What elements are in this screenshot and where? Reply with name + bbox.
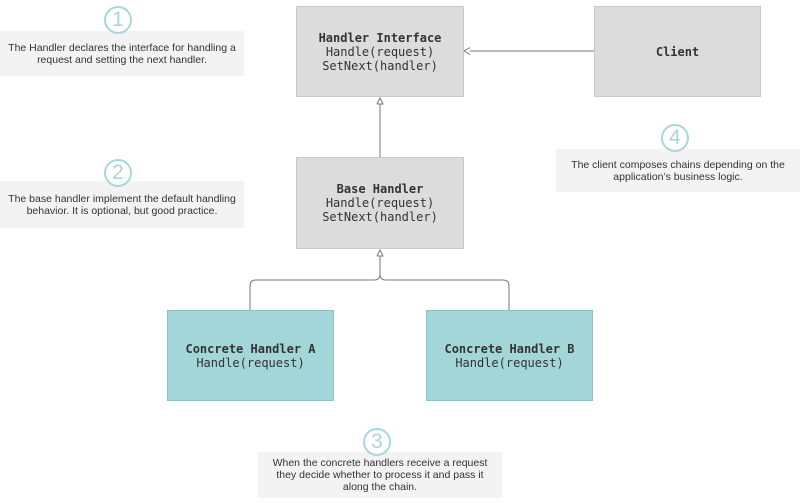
- client-box: Client: [594, 6, 761, 97]
- base-handler-box: Base Handler Handle(request) SetNext(han…: [296, 157, 464, 249]
- concrete-to-base-arrowhead: [376, 248, 384, 257]
- concrete-handler-a-box: Concrete Handler A Handle(request): [167, 310, 334, 401]
- client-to-interface-arrowhead: [463, 47, 471, 55]
- concrete-b-to-base-line: [379, 273, 510, 310]
- note-4-text: The client composes chains depending on …: [571, 158, 785, 183]
- handler-interface-box: Handler Interface Handle(request) SetNex…: [296, 6, 464, 97]
- note-3: When the concrete handlers receive a req…: [258, 452, 502, 498]
- client-title: Client: [655, 44, 700, 59]
- base-handler-method-setnext: SetNext(handler): [322, 210, 438, 224]
- handler-interface-method-handle: Handle(request): [325, 44, 435, 59]
- note-4-number-badge: 4: [661, 124, 689, 152]
- concrete-a-to-base-line: [249, 256, 381, 310]
- note-3-text: When the concrete handlers receive a req…: [272, 457, 488, 493]
- concrete-handler-a-method-handle: Handle(request): [196, 355, 305, 370]
- note-2-number-badge: 2: [104, 159, 132, 187]
- note-4: The client composes chains depending on …: [556, 149, 800, 192]
- note-1: The Handler declares the interface for h…: [0, 31, 244, 76]
- note-2-text: The base handler implement the default h…: [8, 192, 236, 217]
- concrete-handler-a-title: Concrete Handler A: [185, 341, 316, 356]
- note-1-text: The Handler declares the interface for h…: [8, 41, 236, 66]
- handler-interface-method-setnext: SetNext(handler): [322, 58, 438, 73]
- concrete-handler-b-title: Concrete Handler B: [444, 341, 575, 356]
- base-to-interface-arrowhead: [376, 96, 384, 105]
- concrete-handler-b-box: Concrete Handler B Handle(request): [426, 310, 593, 401]
- handler-interface-title: Handler Interface: [318, 30, 442, 45]
- note-3-number-badge: 3: [363, 428, 391, 456]
- note-1-number-badge: 1: [104, 6, 132, 34]
- note-2: The base handler implement the default h…: [0, 181, 244, 228]
- concrete-handler-b-method-handle: Handle(request): [455, 355, 564, 370]
- base-handler-title: Base Handler: [336, 182, 424, 196]
- base-handler-method-handle: Handle(request): [325, 196, 435, 210]
